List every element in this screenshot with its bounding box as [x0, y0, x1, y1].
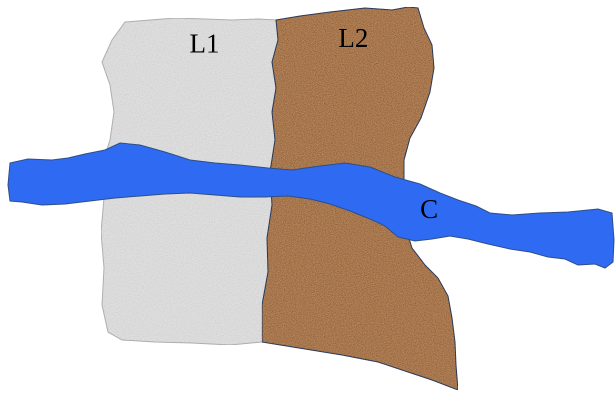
region-l2-label: L2	[338, 23, 368, 53]
region-l1-label: L1	[190, 28, 220, 58]
region-c-label: C	[420, 194, 438, 224]
